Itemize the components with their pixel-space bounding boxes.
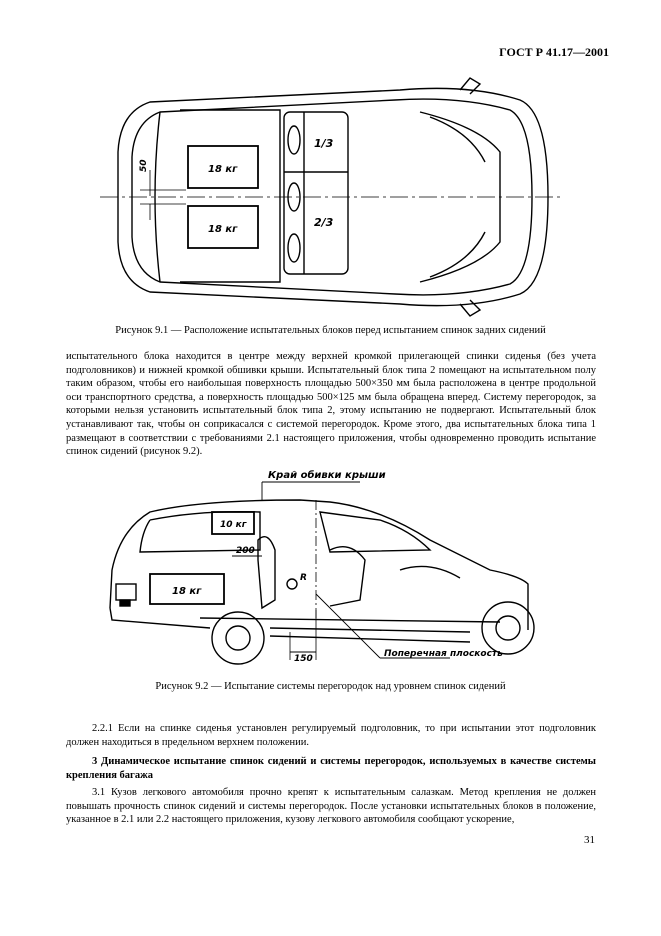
large-block-label: 18 кг [172,586,202,597]
paragraph-2-2-1: 2.2.1 Если на спинке сиденья установлен … [66,723,596,748]
figure-9-2: Край обивки крыши 10 кг 18 кг 200 150 R … [0,460,661,675]
block-bottom-label: 18 кг [208,224,238,235]
document-header: ГОСТ Р 41.17—2001 [499,45,609,59]
section-3-title: 3 Динамическое испытание спинок сидений … [66,756,596,781]
point-r-label: R [300,573,307,583]
paragraph-3-1: 3.1 Кузов легкового автомобиля прочно кр… [66,787,596,826]
page-number: 31 [584,834,595,846]
car-side-view-drawing: Край обивки крыши 10 кг 18 кг 200 150 R … [109,469,535,665]
figure-9-1: 50 18 кг 18 кг 1/3 2/3 [0,72,661,322]
dimension-50-label: 50 [139,159,149,172]
paragraph-block-placement: испытательного блока находится в центре … [66,351,596,458]
figure-9-1-caption: Рисунок 9.1 — Расположение испытательных… [115,325,546,336]
dimension-200-label: 200 [236,546,255,556]
figure-9-2-caption: Рисунок 9.2 — Испытание системы перегоро… [155,681,506,692]
dimension-150-label: 150 [294,654,313,664]
car-top-view-drawing: 50 18 кг 18 кг 1/3 2/3 [100,77,560,317]
small-block-label: 10 кг [220,520,247,530]
one-third-label: 1/3 [314,137,334,150]
transverse-plane-label: Поперечная плоскость [384,649,503,659]
roof-edge-label: Край обивки крыши [268,469,386,481]
two-thirds-label: 2/3 [314,216,334,229]
block-top-label: 18 кг [208,164,238,175]
